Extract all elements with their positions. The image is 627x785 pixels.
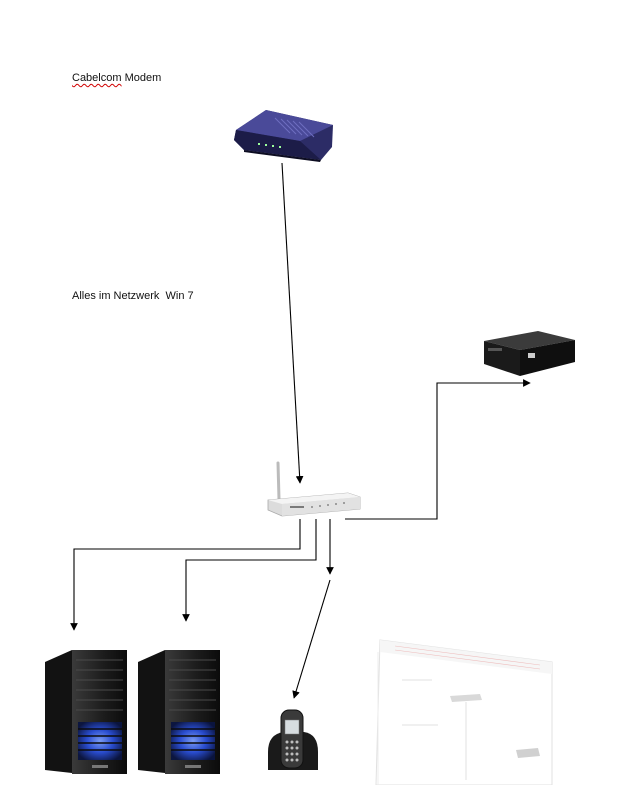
router-icon <box>267 461 361 517</box>
router-to-media-line <box>345 379 531 520</box>
router-to-pc1-line <box>70 519 301 631</box>
cordless-phone-icon <box>268 709 318 770</box>
screenshot-thumbnail-icon <box>375 639 553 785</box>
router-to-pc2-line <box>182 519 317 622</box>
modem-type-text: Modem <box>121 72 162 84</box>
modem-brand-text: Cabelcom <box>72 72 122 84</box>
tower-pc-icon <box>138 650 220 774</box>
media-box-icon <box>484 331 575 376</box>
router-to-phone-line <box>292 579 331 699</box>
connection-lines <box>70 162 531 699</box>
network-note-label: Alles im Netzwerk Win 7 <box>72 290 194 302</box>
modem-to-router-line <box>281 162 304 484</box>
modem-icon <box>234 110 333 162</box>
modem-label: Cabelcom Modem <box>72 72 161 84</box>
tower-pc-icon <box>45 650 127 774</box>
